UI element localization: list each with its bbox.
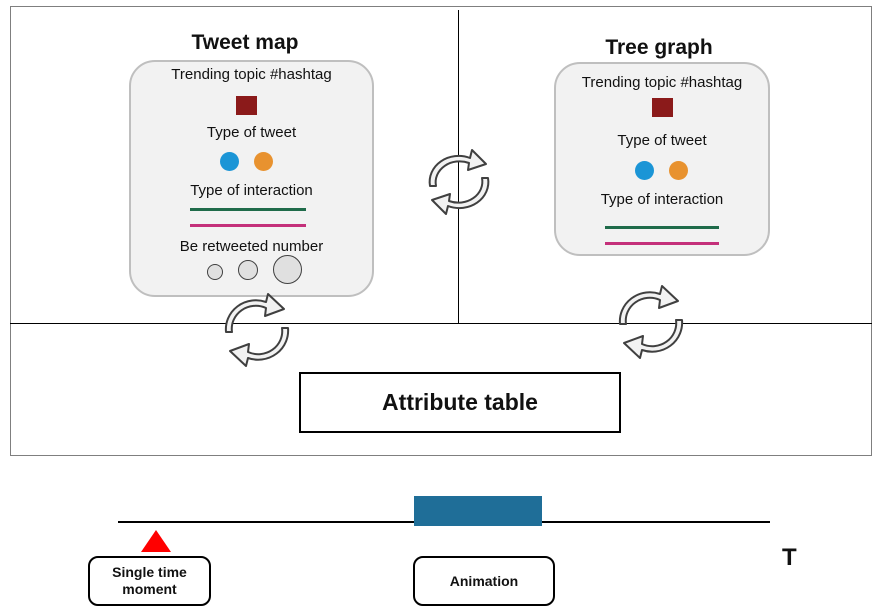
- view-frame: [10, 6, 872, 456]
- single-time-moment-label: Single time moment: [88, 556, 211, 606]
- animation-range-bar: [414, 496, 542, 526]
- sync-cycle-icon: [618, 285, 684, 359]
- tweet-map-legend: Trending topic #hashtag Type of tweet Ty…: [129, 60, 374, 297]
- tree-graph-legend: Trending topic #hashtag Type of tweet Ty…: [554, 62, 770, 256]
- horizontal-divider: [10, 323, 872, 324]
- tweet-type-blue-dot-icon: [635, 161, 654, 180]
- tweet-type-blue-dot-icon: [220, 152, 239, 171]
- medium-bubble-icon: [238, 260, 258, 280]
- tweet-type-orange-dot-icon: [669, 161, 688, 180]
- legend-interaction-label: Type of interaction: [600, 191, 724, 208]
- interaction-pink-line: [190, 224, 306, 227]
- legend-trending-label: Trending topic #hashtag: [581, 74, 743, 91]
- tree-graph-title: Tree graph: [605, 36, 713, 59]
- sync-cycle-icon: [428, 149, 490, 215]
- interaction-pink-line: [605, 242, 719, 245]
- triangle-marker-icon: [141, 530, 171, 552]
- legend-retweeted-label: Be retweeted number: [179, 238, 324, 255]
- legend-tweet-type-label: Type of tweet: [617, 132, 707, 149]
- legend-tweet-type-label: Type of tweet: [206, 124, 297, 141]
- attribute-table-box: Attribute table: [299, 372, 621, 433]
- tweet-map-title: Tweet map: [191, 31, 299, 54]
- single-time-line2: moment: [122, 581, 177, 597]
- single-time-line1: Single time: [112, 564, 187, 580]
- large-bubble-icon: [273, 255, 302, 284]
- tweet-type-orange-dot-icon: [254, 152, 273, 171]
- animation-label: Animation: [413, 556, 555, 606]
- sync-cycle-icon: [224, 293, 290, 367]
- time-axis-label: T: [782, 544, 797, 571]
- legend-interaction-label: Type of interaction: [190, 182, 313, 199]
- legend-trending-label: Trending topic #hashtag: [171, 66, 332, 83]
- interaction-green-line: [190, 208, 306, 211]
- vertical-divider: [458, 10, 459, 323]
- interaction-green-line: [605, 226, 719, 229]
- hashtag-square-icon: [236, 96, 257, 115]
- small-bubble-icon: [207, 264, 223, 280]
- hashtag-square-icon: [652, 98, 673, 117]
